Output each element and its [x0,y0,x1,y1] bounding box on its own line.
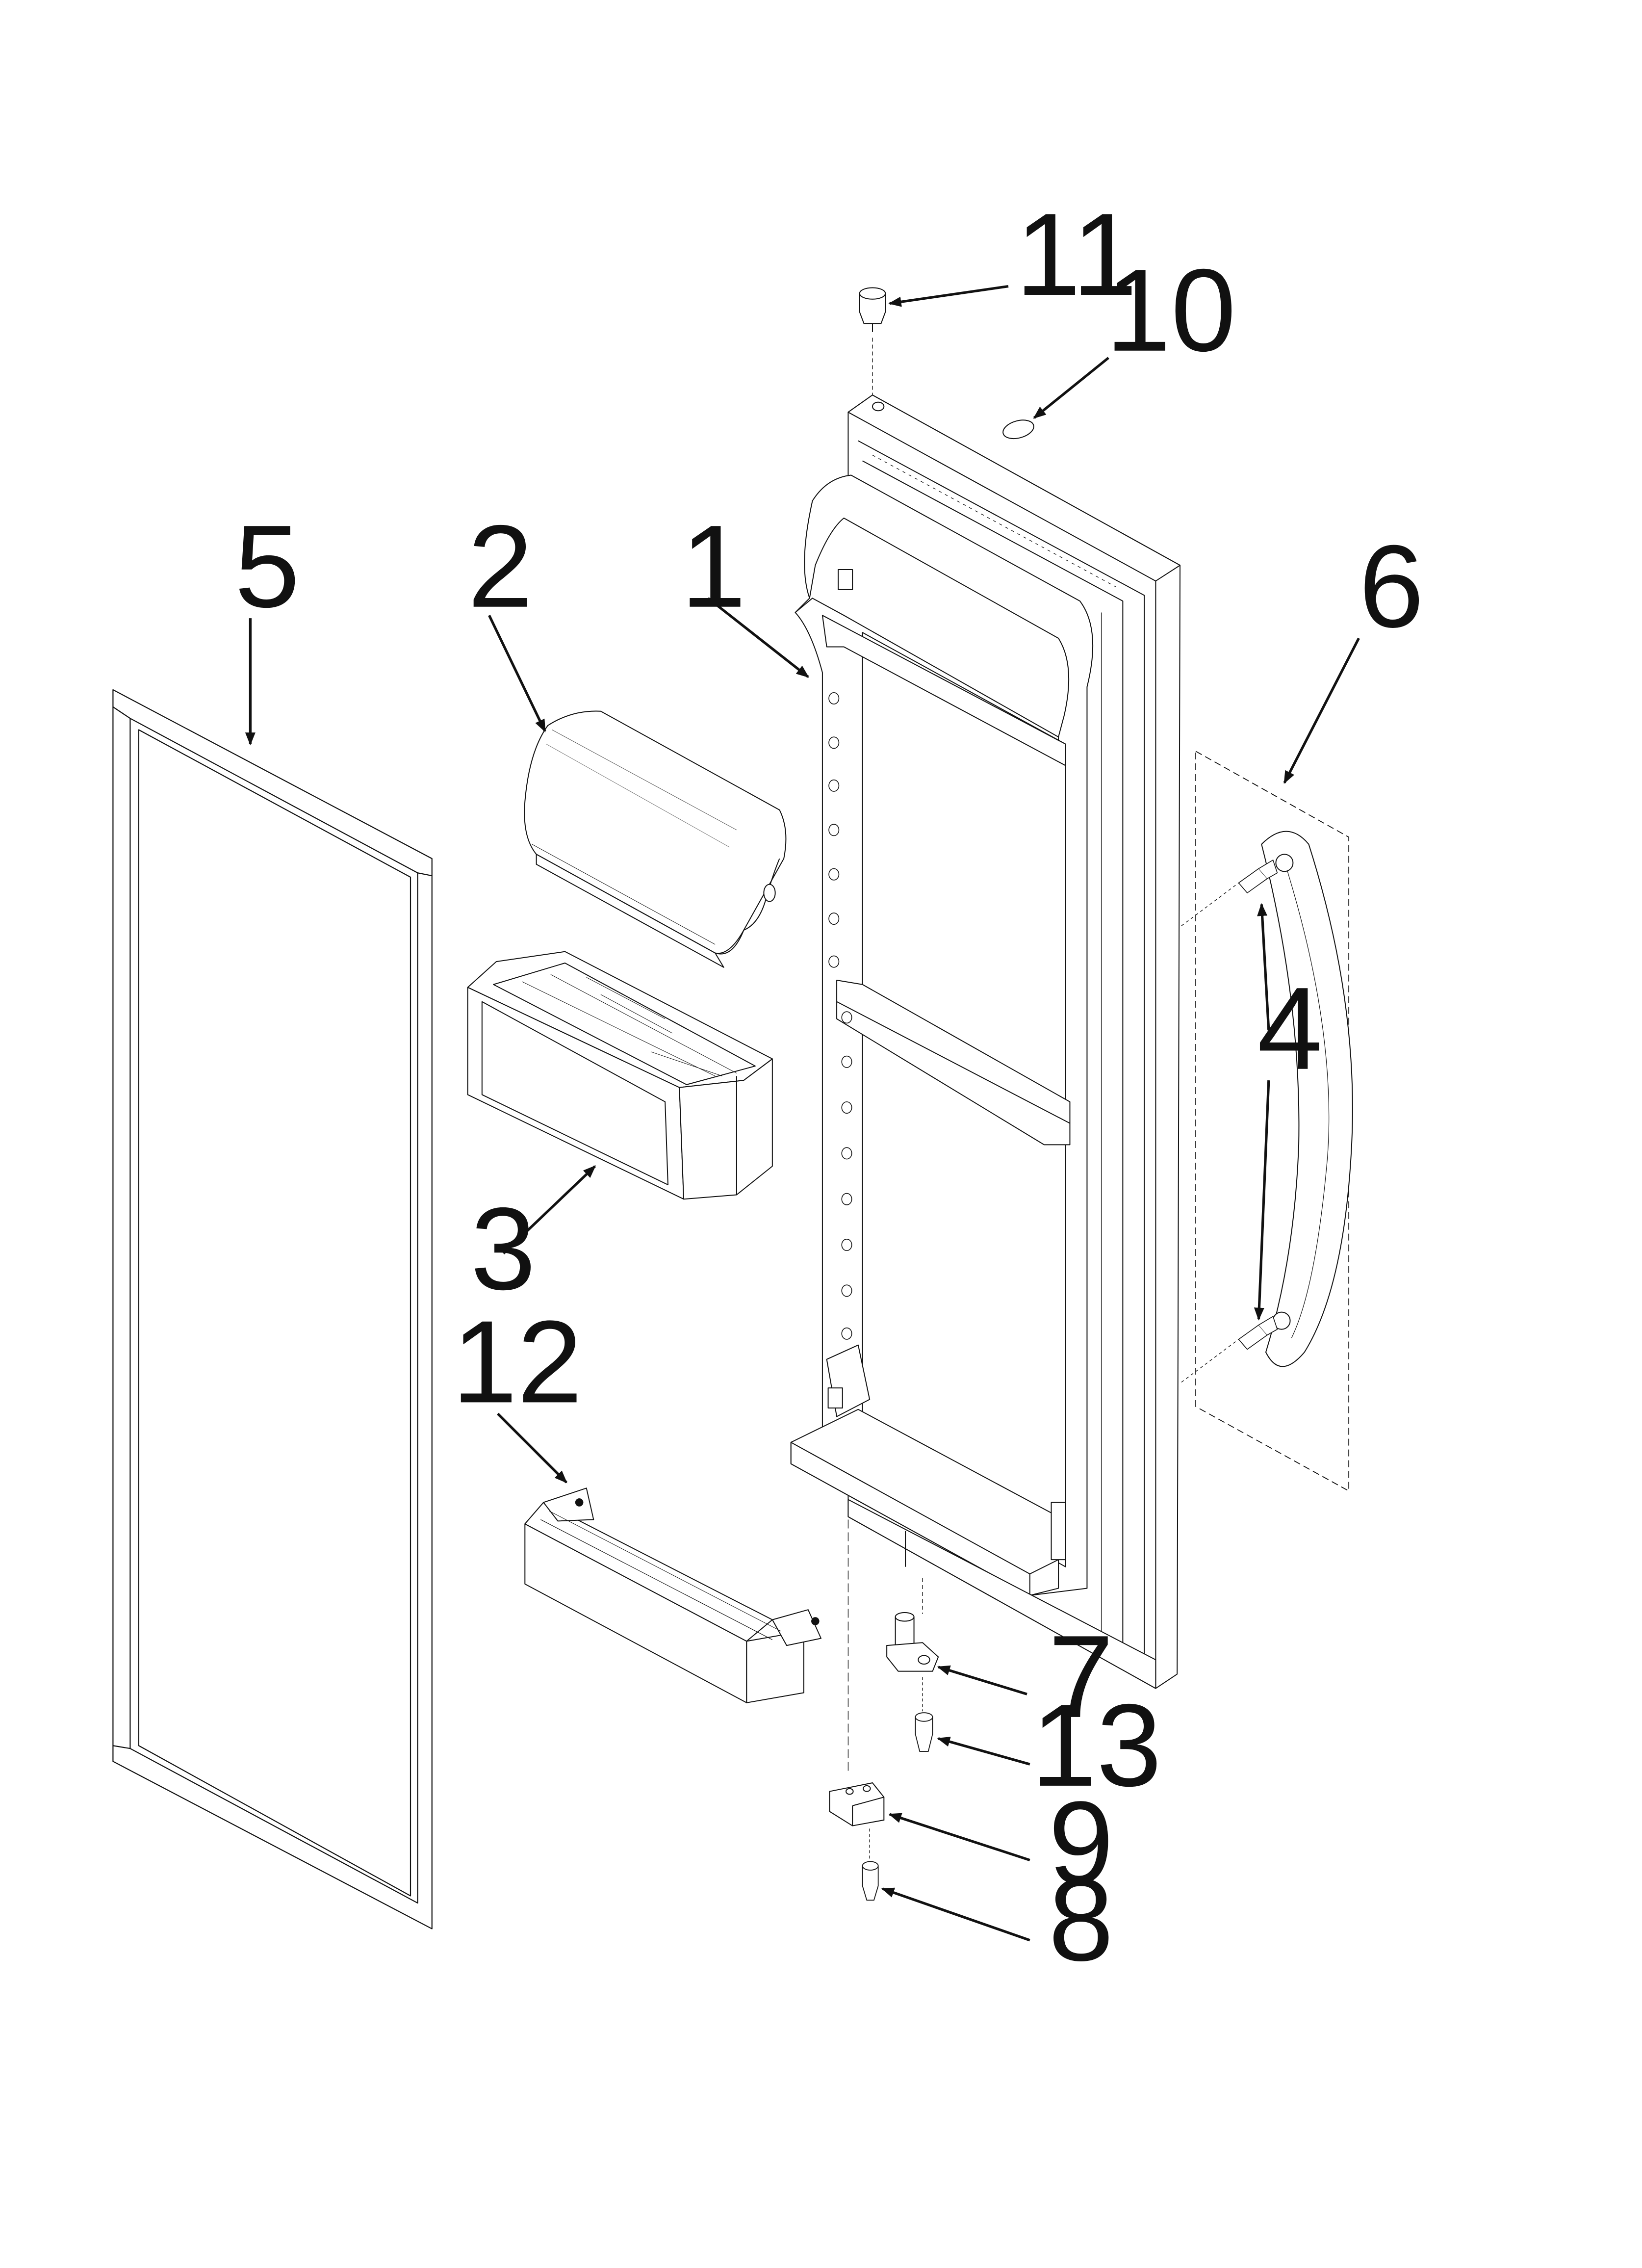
handle-screw-lower [1239,1316,1278,1349]
callout-6: 6 [1359,521,1424,652]
callout-labels: 11 10 5 2 1 6 4 3 12 7 13 9 8 [234,189,1424,1985]
leader-9 [888,1813,1030,1862]
handle-screws-part-4 [1239,860,1278,1349]
leader-8 [881,1887,1030,1942]
spacer-ring-part-10 [1001,417,1036,442]
hinge-screw-part-8 [863,1828,878,1900]
leader-7 [937,1665,1027,1695]
leader-11 [888,285,1009,307]
leader-4b [1254,1080,1270,1321]
handle-screw-upper [1239,860,1278,893]
leader-1 [707,597,809,678]
callout-9: 9 [1049,1777,1114,1908]
callout-7: 7 [1049,1611,1114,1742]
callout-5: 5 [234,501,300,632]
callout-10: 10 [1105,245,1236,376]
callout-4: 4 [1257,963,1322,1094]
hinge-bracket-part-9 [829,1519,884,1825]
callout-1: 1 [681,501,746,632]
callout-11: 11 [1016,189,1137,320]
leader-4a [1257,903,1270,1031]
leader-6 [1283,637,1360,784]
dairy-door-part-2 [524,711,786,967]
door-liner-part-1 [791,395,1180,1688]
door-shelf-part-12 [525,1488,821,1702]
callout-13: 13 [1031,1680,1162,1811]
leader-3 [502,1165,596,1254]
callout-3: 3 [470,1183,536,1314]
leader-2 [488,615,546,732]
door-gasket-part-5 [113,690,432,1929]
door-bin-part-3 [468,952,772,1199]
leader-12 [497,1412,567,1484]
leader-13 [937,1736,1030,1766]
leader-10 [1033,357,1109,419]
callout-2: 2 [468,501,533,632]
hinge-screw-part-13 [915,1677,932,1751]
callout-12: 12 [452,1296,583,1427]
leader-lines [245,285,1360,1942]
callout-8: 8 [1049,1854,1114,1985]
hinge-pin-cap-part-11 [860,287,885,395]
bottom-hinge-part-7 [887,1578,938,1671]
door-handle-part-6 [1181,751,1353,1491]
